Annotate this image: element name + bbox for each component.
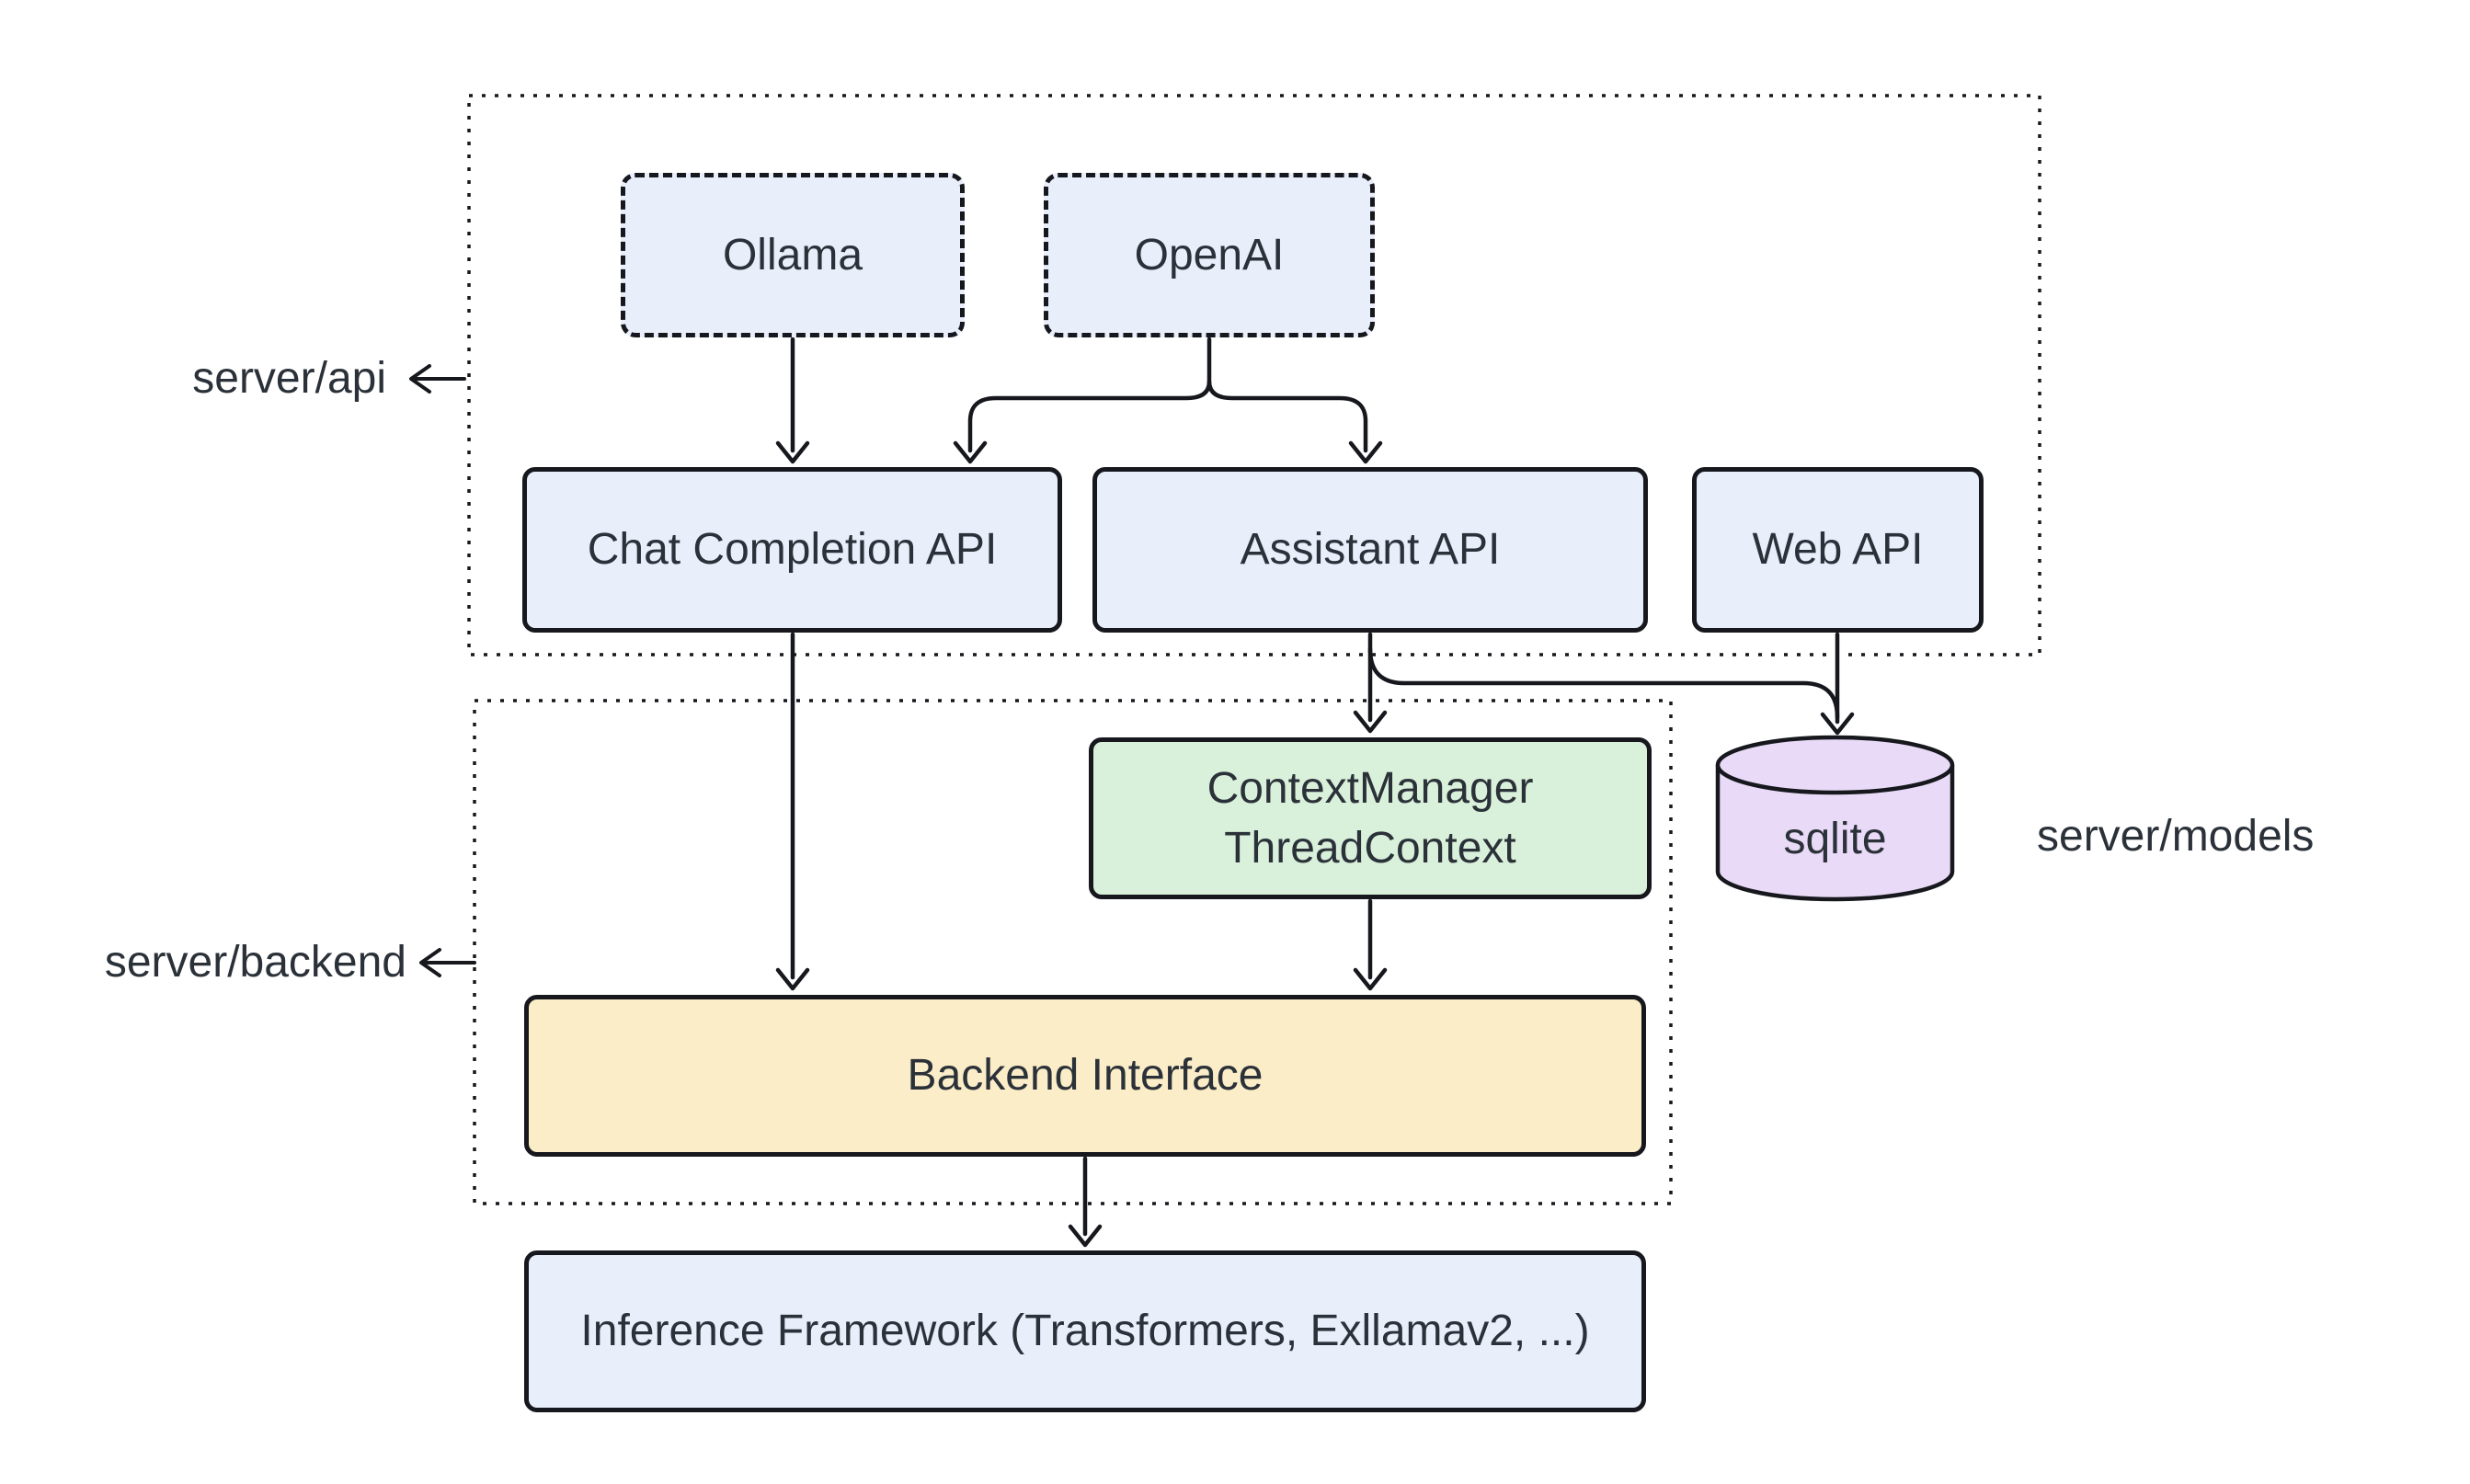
edge-assistant-to-sqlite [1367, 646, 1840, 720]
server-models-group-label: server/models [2037, 812, 2315, 861]
node-ollama-label: Ollama [722, 230, 863, 280]
node-web-api-label: Web API [1752, 525, 1924, 574]
node-openai[interactable]: OpenAI [1044, 173, 1375, 337]
node-context-manager-line1: ContextManager [1206, 764, 1534, 813]
server-backend-label-arrowhead [419, 948, 441, 977]
node-chat-completion-api-label: Chat Completion API [587, 525, 998, 574]
node-context-manager-line2: ThreadContext [1224, 824, 1516, 873]
node-inference-framework-label: Inference Framework (Transformers, Exlla… [580, 1307, 1590, 1355]
node-context-manager[interactable]: ContextManager ThreadContext [1089, 737, 1652, 899]
node-inference-framework[interactable]: Inference Framework (Transformers, Exlla… [524, 1250, 1646, 1412]
node-assistant-api-label: Assistant API [1240, 525, 1501, 574]
sqlite-cylinder [1715, 735, 1955, 902]
server-api-group-label: server/api [192, 354, 386, 403]
node-backend-interface[interactable]: Backend Interface [524, 995, 1646, 1157]
arrowhead-chat-to-backend [775, 967, 810, 991]
sqlite-cylinder-body [1715, 765, 1955, 902]
edge-openai-to-chat [967, 337, 1212, 453]
node-sqlite-label: sqlite [1783, 814, 1887, 863]
node-chat-completion-api[interactable]: Chat Completion API [522, 467, 1062, 633]
arrowhead-backend-to-inference [1068, 1224, 1103, 1248]
edge-openai-to-assistant [1206, 379, 1368, 453]
arrowhead-context-to-backend [1353, 967, 1388, 991]
node-backend-interface-label: Backend Interface [907, 1051, 1264, 1100]
arrowhead-ollama-to-chat [775, 440, 810, 464]
server-api-group-border [467, 94, 2041, 656]
arrowhead-openai-to-chat [953, 440, 988, 464]
node-openai-label: OpenAI [1134, 230, 1285, 280]
server-backend-group-label: server/backend [104, 938, 406, 987]
node-assistant-api[interactable]: Assistant API [1092, 467, 1648, 633]
node-web-api[interactable]: Web API [1692, 467, 1984, 633]
sqlite-cylinder-top [1715, 735, 1955, 795]
server-api-label-arrowhead [409, 364, 431, 394]
node-ollama[interactable]: Ollama [621, 173, 965, 337]
arrowhead-web-to-sqlite [1820, 712, 1855, 736]
arrowhead-assistant-to-context [1353, 710, 1388, 734]
arrowhead-openai-to-assistant [1348, 440, 1383, 464]
node-sqlite[interactable]: sqlite [1718, 805, 1952, 872]
